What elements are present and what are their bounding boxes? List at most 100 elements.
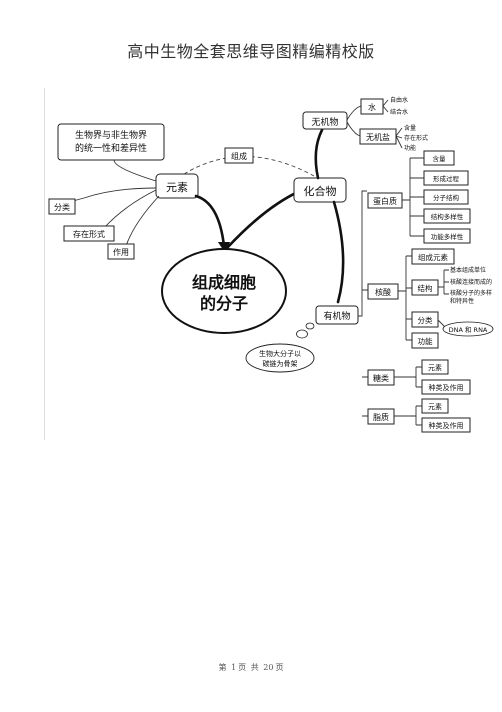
center-node: 组成细胞 的分子: [161, 248, 287, 334]
salt-content: 含量: [404, 124, 416, 132]
compound-arrow: [225, 188, 304, 250]
protein-item-4: 功能多样性: [423, 228, 471, 244]
classify-node: 分类: [48, 198, 76, 215]
element-arrow: [194, 194, 226, 248]
footer-mid: 页: [238, 663, 247, 672]
element-to-existence: [103, 189, 157, 229]
inorganic-to-salt: [346, 121, 361, 137]
left-note-line2: 的统一性和差异性: [75, 142, 147, 154]
lipid-item-1: 种类及作用: [421, 417, 471, 433]
note-connector: [113, 159, 157, 182]
nucleic-classify: 分类: [411, 311, 439, 328]
existence-label: 存在形式: [73, 229, 105, 239]
nucleic-function: 功能: [411, 332, 439, 349]
bubble-small: [305, 322, 315, 330]
dna-rna-label: DNA 和 RNA: [449, 325, 488, 334]
salt-function: 功能: [404, 144, 416, 152]
svg-text:种类及作用: 种类及作用: [429, 421, 464, 430]
element-label: 元素: [166, 181, 188, 194]
protein-item-3: 结构多样性: [423, 208, 471, 224]
classify-label: 分类: [54, 202, 70, 212]
structure-branches: [438, 269, 449, 295]
function-label: 作用: [113, 247, 129, 257]
water-label: 水: [368, 102, 376, 112]
svg-text:种类及作用: 种类及作用: [429, 383, 464, 392]
bubble-mid: [296, 329, 308, 339]
protein-item-1: 形成过程: [423, 170, 469, 186]
cloud-line1: 生物大分子以: [259, 349, 301, 358]
nucleic-label: 核酸: [375, 287, 391, 297]
sugar-item-0: 元素: [421, 359, 449, 375]
cloud-line2: 碳链为骨架: [263, 359, 298, 368]
footer-pre: 第: [218, 663, 227, 672]
relation-label: 组成: [231, 151, 247, 161]
structure-item-0: 基本组成单位: [450, 266, 486, 274]
svg-text:结构多样性: 结构多样性: [431, 212, 464, 221]
water-node: 水: [360, 98, 384, 115]
nucleic-elements: 组成元素: [411, 248, 455, 265]
organic-trunk: [358, 190, 368, 417]
organic-cloud: 生物大分子以 碳链为骨架: [245, 343, 315, 373]
salt-branches: [395, 127, 403, 149]
sugar-node: 糖类: [367, 369, 395, 386]
nucleic-node: 核酸: [367, 283, 399, 300]
center-line2: 的分子: [200, 294, 248, 313]
svg-text:形成过程: 形成过程: [433, 174, 460, 183]
mind-map: 生物界与非生物界 的统一性和差异性 元素 分类 存在形式 作用 组成 组成细胞 …: [44, 88, 494, 440]
document-title: 高中生物全套思维导图精编精校版: [127, 42, 375, 61]
salt-node: 无机盐: [359, 128, 397, 145]
salt-label: 无机盐: [366, 132, 390, 142]
arrow-head: [218, 242, 230, 253]
nucleic-branches: [398, 255, 412, 341]
nucleic-structure: 结构: [411, 279, 439, 296]
left-note-line1: 生物界与非生物界: [75, 129, 147, 141]
sugar-item-1: 种类及作用: [421, 379, 471, 395]
svg-text:含量: 含量: [433, 154, 447, 163]
element-node: 元素: [155, 173, 199, 199]
svg-text:元素: 元素: [428, 402, 442, 411]
sugar-label: 糖类: [373, 373, 389, 383]
lipid-label: 脂质: [373, 412, 389, 422]
protein-branches: [402, 157, 424, 237]
function-node: 作用: [107, 243, 135, 260]
structure-item-1: 核酸连接而成的: [450, 278, 492, 286]
lipid-item-0: 元素: [421, 398, 449, 414]
dna-rna-ellipse: DNA 和 RNA: [442, 321, 494, 337]
footer-total-pre: 共: [250, 663, 259, 672]
organic-node: 有机物: [315, 305, 359, 325]
inorganic-to-water: [346, 105, 362, 121]
water-branches: [382, 99, 389, 113]
protein-label: 蛋白质: [373, 196, 397, 206]
free-water: 自由水: [390, 96, 408, 104]
left-note-box: 生物界与非生物界 的统一性和差异性: [57, 123, 165, 161]
compound-label: 化合物: [304, 184, 337, 198]
svg-text:组成元素: 组成元素: [418, 252, 448, 262]
lipid-node: 脂质: [367, 408, 395, 425]
protein-node: 蛋白质: [367, 192, 403, 209]
compound-to-inorganic: [314, 128, 324, 180]
footer-post: 页: [275, 663, 284, 672]
lipid-branches: [394, 405, 422, 426]
compound-to-organic: [332, 200, 345, 304]
center-line1: 组成细胞: [192, 273, 256, 292]
svg-text:结构: 结构: [418, 283, 433, 293]
svg-text:功能: 功能: [418, 336, 433, 346]
svg-text:功能多样性: 功能多样性: [431, 232, 464, 241]
footer-total-pages: 20: [263, 663, 274, 672]
element-to-function: [125, 195, 160, 247]
footer-page-number: 1: [231, 663, 237, 672]
relation-box: 组成: [224, 147, 254, 164]
inorganic-node: 无机物: [302, 111, 348, 130]
compound-node: 化合物: [293, 177, 347, 203]
organic-label: 有机物: [323, 310, 350, 322]
sugar-branches: [394, 366, 422, 388]
protein-item-0: 含量: [423, 150, 455, 166]
svg-text:元素: 元素: [428, 363, 442, 372]
structure-item-3: 和特异性: [450, 297, 474, 305]
protein-item-2: 分子结构: [423, 189, 469, 205]
inorganic-label: 无机物: [311, 116, 338, 128]
bound-water: 结合水: [390, 108, 408, 116]
svg-text:分子结构: 分子结构: [433, 193, 460, 202]
existence-node: 存在形式: [63, 225, 115, 242]
